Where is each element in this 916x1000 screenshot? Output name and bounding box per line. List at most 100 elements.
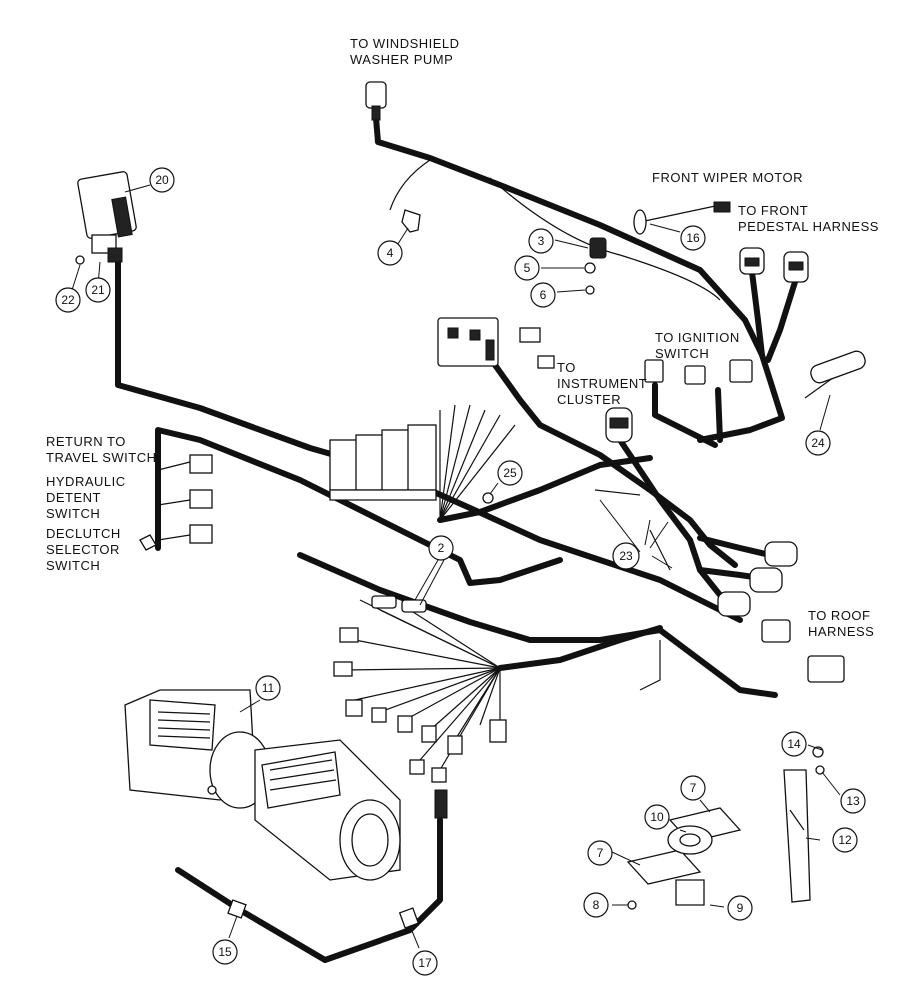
mount-hardware (626, 807, 742, 910)
svg-text:SWITCH: SWITCH (46, 558, 100, 573)
wiper-thin-wire (489, 177, 721, 301)
svg-text:3: 3 (538, 234, 545, 248)
center-cross-wire (437, 455, 653, 523)
svg-text:HYDRAULIC: HYDRAULIC (46, 474, 126, 489)
svg-text:6: 6 (540, 288, 547, 302)
pedestal-wire-2 (765, 279, 798, 363)
strap-hardware (783, 746, 825, 903)
svg-text:SELECTOR: SELECTOR (46, 542, 120, 557)
resistor-24 (810, 350, 866, 384)
svg-text:RETURN TO: RETURN TO (46, 434, 126, 449)
callout-4: 4 (377, 240, 403, 266)
washer-thin-wire (389, 159, 431, 211)
label-hydraulic-detent: HYDRAULIC DETENT SWITCH (46, 474, 126, 521)
svg-text:14: 14 (787, 737, 801, 751)
instrument-branch (617, 437, 723, 598)
ignition-wire-1 (652, 382, 718, 448)
callout-17: 17 (412, 950, 438, 976)
svg-text:7: 7 (690, 781, 697, 795)
label-ignition: TO IGNITION SWITCH (655, 330, 740, 361)
callout-11: 11 (255, 675, 281, 701)
svg-text:23: 23 (619, 549, 633, 563)
callout-12: 12 (832, 827, 858, 853)
callouts: 20 22 21 4 3 5 6 16 24 25 2 23 11 14 13 … (55, 167, 866, 976)
callout-22: 22 (55, 287, 81, 313)
svg-text:SWITCH: SWITCH (655, 346, 709, 361)
svg-text:TO ROOF: TO ROOF (808, 608, 870, 623)
item-2-connectors (333, 595, 507, 819)
svg-text:8: 8 (593, 898, 600, 912)
svg-text:DECLUTCH: DECLUTCH (46, 526, 121, 541)
pedestal-wire-1 (749, 269, 765, 358)
switch-20 (75, 171, 137, 265)
callout-5: 5 (514, 255, 540, 281)
svg-text:25: 25 (503, 466, 517, 480)
connector-branch (697, 535, 773, 558)
travel-switch-harness (155, 427, 563, 586)
svg-text:10: 10 (650, 810, 664, 824)
svg-text:17: 17 (418, 956, 432, 970)
callout-16: 16 (680, 225, 706, 251)
callout-24: 24 (805, 430, 831, 456)
svg-text:TO IGNITION: TO IGNITION (655, 330, 740, 345)
svg-text:7: 7 (597, 846, 604, 860)
svg-text:2: 2 (438, 541, 445, 555)
switch-connectors (139, 454, 213, 551)
svg-text:20: 20 (155, 173, 169, 187)
svg-text:TRAVEL SWITCH: TRAVEL SWITCH (46, 450, 157, 465)
svg-text:13: 13 (846, 794, 860, 808)
roof-thin (639, 640, 661, 691)
main-harness-wires (115, 115, 798, 963)
svg-text:4: 4 (387, 246, 394, 260)
relay-bank (329, 424, 437, 501)
left-harness-wire (115, 259, 743, 623)
svg-text:DETENT: DETENT (46, 490, 101, 505)
fuse-block (437, 317, 555, 369)
svg-text:TO WINDSHIELD: TO WINDSHIELD (350, 36, 460, 51)
callout-15: 15 (212, 939, 238, 965)
blower-wire (175, 817, 443, 963)
svg-text:9: 9 (737, 901, 744, 915)
label-windshield-washer: TO WINDSHIELD WASHER PUMP (350, 36, 460, 67)
callout-2: 2 (428, 535, 454, 561)
svg-text:WASHER PUMP: WASHER PUMP (350, 52, 453, 67)
label-declutch: DECLUTCH SELECTOR SWITCH (46, 526, 121, 573)
callout-14: 14 (781, 731, 807, 757)
pedestal-connectors (739, 247, 809, 283)
label-front-pedestal: TO FRONT PEDESTAL HARNESS (738, 203, 879, 234)
callout-9: 9 (727, 895, 753, 921)
leader-lines (71, 184, 841, 949)
instrument-connector (605, 407, 633, 443)
label-instrument-cluster: TO INSTRUMENT CLUSTER (557, 360, 647, 407)
callout-8: 8 (583, 892, 609, 918)
svg-text:22: 22 (61, 293, 75, 307)
label-roof-harness: TO ROOF HARNESS (808, 608, 874, 639)
clip-4 (401, 209, 421, 233)
fastener-3-5-6 (584, 237, 607, 295)
svg-text:15: 15 (218, 945, 232, 959)
callout-20: 20 (149, 167, 175, 193)
callout-21: 21 (85, 277, 111, 303)
callout-7-upper: 7 (680, 775, 706, 801)
svg-text:SWITCH: SWITCH (46, 506, 100, 521)
svg-text:5: 5 (524, 261, 531, 275)
label-front-wiper: FRONT WIPER MOTOR (652, 170, 803, 185)
clips-15-17 (227, 899, 420, 929)
washer-pump-connector (365, 81, 387, 121)
round-connectors (717, 541, 845, 683)
svg-text:CLUSTER: CLUSTER (557, 392, 621, 407)
svg-text:HARNESS: HARNESS (808, 624, 874, 639)
svg-text:24: 24 (811, 436, 825, 450)
thin-wires (157, 159, 861, 771)
blower-motor-11 (124, 689, 401, 881)
callout-13: 13 (840, 788, 866, 814)
svg-text:INSTRUMENT: INSTRUMENT (557, 376, 647, 391)
callout-7-lower: 7 (587, 840, 613, 866)
svg-text:PEDESTAL HARNESS: PEDESTAL HARNESS (738, 219, 879, 234)
ignition-connectors (644, 359, 753, 385)
wiper-grommet-16 (633, 201, 731, 235)
fan-wires (344, 599, 501, 771)
callout-3: 3 (528, 228, 554, 254)
